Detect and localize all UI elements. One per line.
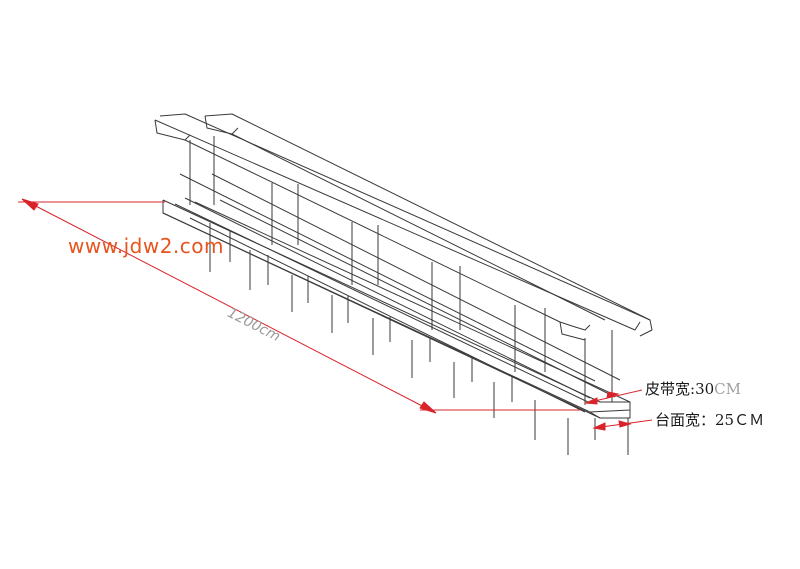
length-arrow-start — [21, 198, 39, 211]
deck-front — [162, 200, 576, 406]
belt-width-unit: CM — [714, 380, 741, 398]
canopy-right-edge — [204, 113, 653, 337]
belt-width-caption: 皮带宽: — [645, 380, 696, 398]
canopy-left-edge — [154, 119, 641, 331]
deck-end — [574, 404, 601, 419]
rail-top-left — [179, 173, 596, 382]
rail-mid-left — [184, 197, 591, 399]
belt-width-arrow-a — [584, 397, 598, 405]
canopy-front-2 — [204, 115, 239, 135]
support-legs — [209, 223, 629, 455]
dimension-lines — [18, 198, 653, 431]
belt-width-label: 皮带宽:30CM — [645, 378, 741, 399]
canopy-front — [154, 119, 191, 141]
belt-width-arrow-b — [606, 391, 620, 399]
table-width-arrow-a — [592, 422, 606, 431]
watermark-text: www.jdw2.com — [68, 234, 224, 258]
deck-bottom — [162, 212, 631, 419]
canopy-underside — [184, 133, 606, 323]
table-width-label: 台面宽：25ＣＭ — [655, 411, 765, 429]
canopy-mid-bend — [559, 321, 591, 341]
deck-back — [194, 201, 631, 413]
length-arrow-end — [419, 401, 437, 414]
rail-mid-right — [219, 199, 616, 398]
canopy-ridge — [159, 113, 651, 321]
table-width-arrow-b — [618, 420, 632, 428]
belt-surface — [174, 203, 591, 404]
conveyor-structure — [154, 113, 653, 455]
deck-top — [162, 199, 630, 403]
rail-posts — [189, 136, 613, 405]
belt-width-value: 30 — [695, 380, 715, 398]
length-dimension-line — [27, 201, 431, 411]
rail-top-right — [211, 173, 621, 381]
